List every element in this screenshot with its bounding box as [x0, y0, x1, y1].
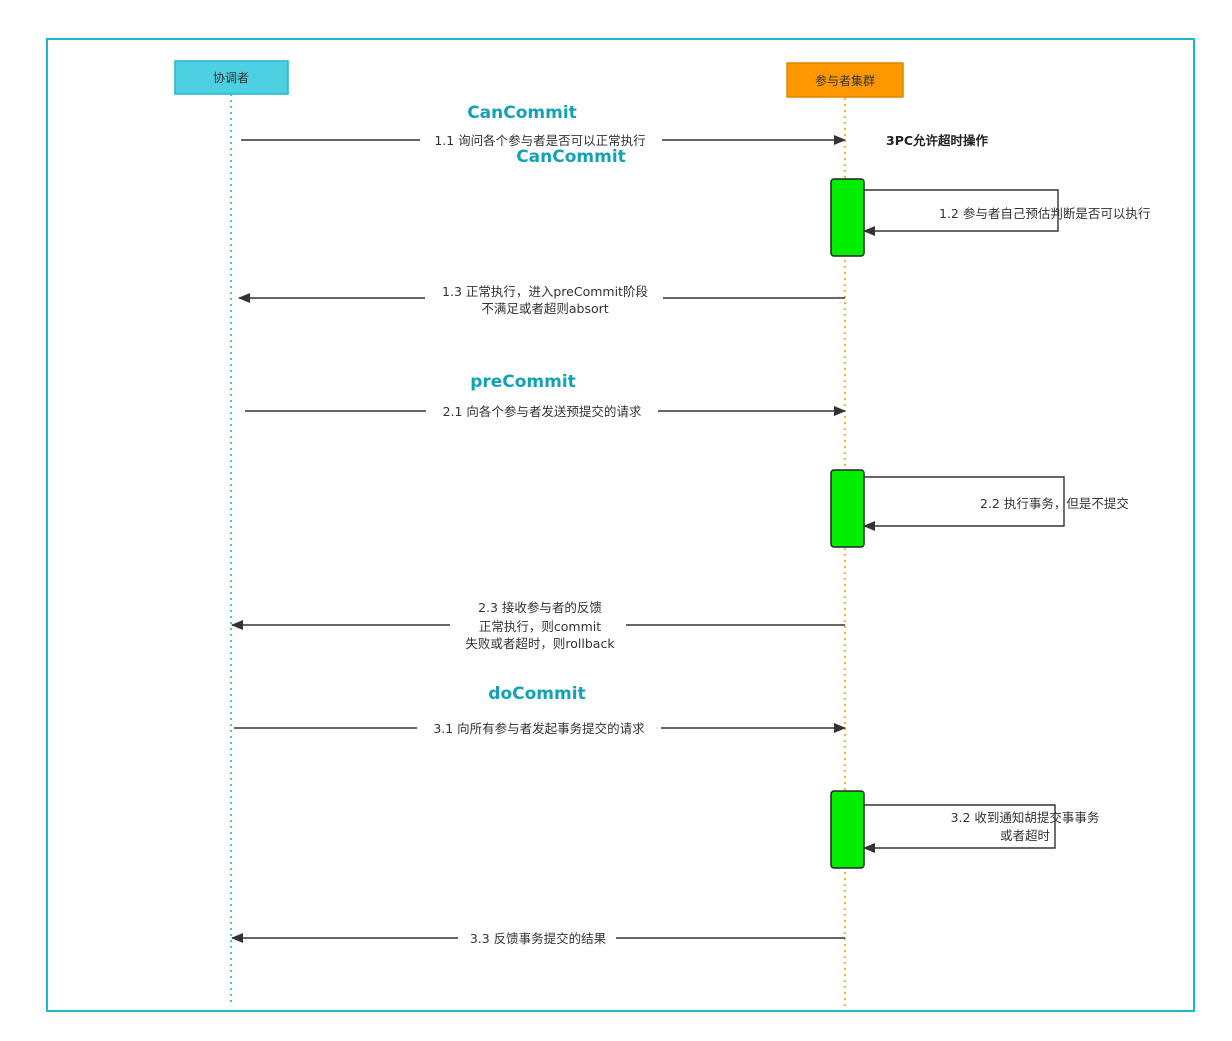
timeout-note: 3PC允许超时操作 — [886, 133, 989, 148]
phase-title-cancommit: CanCommit — [467, 103, 577, 123]
diagram-frame — [46, 38, 1195, 1012]
message-1-2-label: 1.2 参与者自己预估判断是否可以执行 — [939, 206, 1150, 221]
message-2-3-label-b: 正常执行，则commit — [479, 619, 601, 634]
participant-actor: 参与者集群 — [786, 62, 904, 98]
coordinator-label: 协调者 — [213, 70, 249, 85]
message-2-2-label: 2.2 执行事务，但是不提交 — [980, 496, 1129, 511]
message-1-3-label-b: 不满足或者超则absort — [481, 301, 608, 316]
activation-bar-3 — [830, 790, 865, 869]
message-3-2-arrow — [863, 804, 1056, 853]
participant-label: 参与者集群 — [815, 73, 875, 88]
message-3-1-label: 3.1 向所有参与者发起事务提交的请求 — [433, 721, 645, 736]
phase-title-precommit: preCommit — [470, 372, 576, 392]
message-1-1-label: 1.1 询问各个参与者是否可以正常执行 — [434, 133, 645, 148]
message-3-3-label: 3.3 反馈事务提交的结果 — [470, 931, 607, 946]
phase-title-docommit: doCommit — [488, 684, 585, 704]
message-3-2-label-b: 或者超时 — [1000, 828, 1051, 843]
message-2-3-label-a: 2.3 接收参与者的反馈 — [478, 600, 602, 615]
message-1-3-label-a: 1.3 正常执行，进入preCommit阶段 — [442, 284, 648, 299]
message-2-2-arrow — [863, 476, 1065, 531]
activation-bar-2 — [830, 469, 865, 548]
activation-bar-1 — [830, 178, 865, 257]
message-2-1-label: 2.1 向各个参与者发送预提交的请求 — [443, 404, 642, 419]
coordinator-actor: 协调者 — [174, 60, 289, 95]
message-2-3-label-c: 失败或者超时，则rollback — [465, 636, 615, 651]
phase-title-cancommit-2: CanCommit — [516, 147, 626, 167]
message-3-2-label-a: 3.2 收到通知胡提交事事务 — [951, 810, 1100, 825]
message-1-2-arrow — [863, 189, 1059, 236]
